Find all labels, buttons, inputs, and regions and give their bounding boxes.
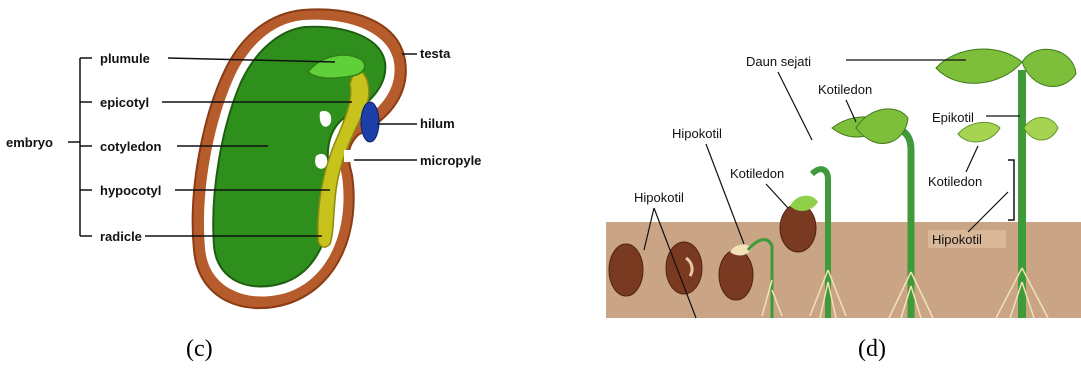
seed-stage-3 [719, 250, 753, 300]
leader-daun-sejati-2 [778, 72, 812, 140]
hilum [361, 102, 379, 142]
label-micropyle: micropyle [420, 153, 481, 168]
label-kotiledon-top: Kotiledon [818, 82, 872, 97]
label-embryo: embryo [6, 135, 53, 150]
label-hypocotyl: hypocotyl [100, 183, 161, 198]
seed-anatomy-svg: embryo plumule epicotyl cotyledon hypoco… [0, 0, 560, 330]
caption-c: (c) [186, 336, 213, 363]
germination-diagram: Daun sejati Kotiledon Hipokotil Kotiledo… [606, 0, 1081, 330]
true-leaf-left-stage-6 [936, 49, 1022, 83]
leader-kotiledon-mid [766, 184, 788, 208]
cotyledon-left-stage-6 [958, 122, 1000, 142]
caption-d: (d) [858, 336, 886, 363]
label-hilum: hilum [420, 116, 455, 131]
label-kotiledon-right: Kotiledon [928, 174, 982, 189]
cotyledon-right-stage-6 [1024, 118, 1058, 141]
label-epicotyl: epicotyl [100, 95, 149, 110]
seed-anatomy-diagram: embryo plumule epicotyl cotyledon hypoco… [0, 0, 560, 330]
label-kotiledon-mid: Kotiledon [730, 166, 784, 181]
label-hipokotil-soil: Hipokotil [932, 232, 982, 247]
cotyledon-gap-2 [315, 154, 327, 169]
true-leaf-right-stage-6 [1022, 49, 1076, 86]
label-hipokotil-left: Hipokotil [634, 190, 684, 205]
label-testa: testa [420, 46, 451, 61]
leader-kotiledon-right [966, 146, 978, 172]
label-epikotil: Epikotil [932, 110, 974, 125]
cotyledon-seed-stage-4 [780, 204, 816, 252]
label-cotyledon: cotyledon [100, 139, 161, 154]
label-hipokotil-mid: Hipokotil [672, 126, 722, 141]
label-plumule: plumule [100, 51, 150, 66]
germination-svg: Daun sejati Kotiledon Hipokotil Kotiledo… [606, 0, 1081, 330]
seed-stage-1 [609, 244, 643, 296]
cotyledon-stage-5 [856, 109, 908, 144]
micropyle [344, 150, 354, 162]
label-radicle: radicle [100, 229, 142, 244]
label-daun-sejati: Daun sejati [746, 54, 811, 69]
leaf-bud-stage-4 [790, 196, 818, 211]
hypocotyl-bracket [1008, 160, 1014, 220]
